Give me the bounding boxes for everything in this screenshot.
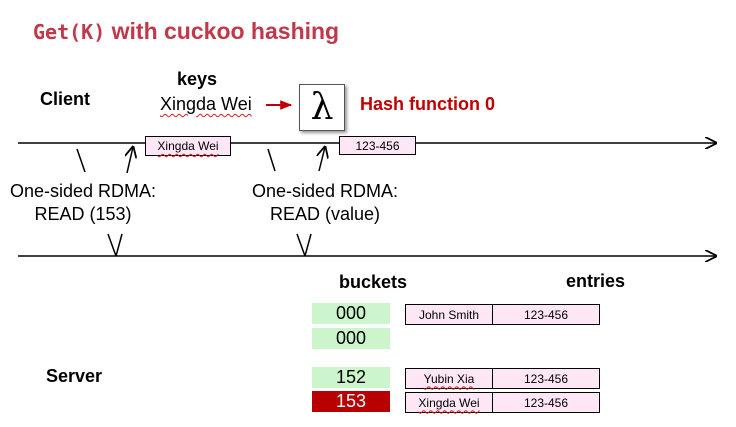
key-message-box: Xingda Wei: [145, 136, 231, 156]
rdma1-label-line2: READ (153): [34, 204, 132, 224]
rdma2-request-line: [267, 148, 276, 172]
rdma1-label: One-sided RDMA: READ (153): [4, 180, 162, 226]
entry-1-key: Yubin Xia: [405, 368, 493, 389]
entries-heading: entries: [566, 271, 626, 291]
title-text: with cuckoo hashing: [111, 18, 340, 44]
key-text-value: Xingda Wei: [160, 94, 252, 114]
bucket-153-highlighted: 153: [312, 391, 390, 412]
entry-0-value-text: 123-456: [523, 307, 569, 322]
rdma1-response-line: [115, 233, 123, 257]
hash-function-label: Hash function 0: [360, 94, 496, 114]
keys-heading: keys: [177, 69, 218, 89]
entry-1-key-text: Yubin Xia: [423, 371, 475, 386]
rdma2-label-line2: READ (value): [269, 204, 381, 224]
bucket-0: 000: [312, 303, 390, 324]
key-message-text: Xingda Wei: [157, 139, 219, 153]
entry-1-value: 123-456: [492, 368, 600, 389]
buckets-heading: buckets: [339, 272, 408, 292]
bucket-152: 152: [312, 367, 390, 388]
client-label: Client: [40, 89, 91, 109]
rdma1-request-line-lower: [107, 233, 117, 257]
bucket-1: 000: [312, 328, 390, 349]
entry-2-value: 123-456: [492, 392, 600, 413]
entry-2-key: Xingda Wei: [405, 392, 493, 413]
rdma1-response-arrow: [127, 147, 133, 174]
key-text: Xingda Wei: [160, 94, 252, 115]
lambda-icon: λ: [310, 87, 334, 128]
entry-2-key-text: Xingda Wei: [418, 395, 480, 410]
value-message-box: 123-456: [339, 136, 416, 155]
slide-title: Get(K) with cuckoo hashing: [33, 18, 339, 45]
value-message-text: 123-456: [355, 138, 400, 153]
server-label: Server: [46, 366, 103, 386]
rdma1-request-line: [76, 148, 86, 173]
rdma2-request-line-lower: [296, 233, 306, 257]
entry-0-key-text: John Smith: [418, 307, 480, 322]
entry-0-value: 123-456: [492, 304, 600, 325]
rdma2-label: One-sided RDMA: READ (value): [246, 180, 404, 226]
entry-2-value-text: 123-456: [523, 395, 569, 410]
title-code: Get(K): [33, 20, 106, 44]
hash-function-box: λ: [299, 84, 345, 131]
entry-1-value-text: 123-456: [523, 371, 569, 386]
entry-0-key: John Smith: [405, 304, 493, 325]
rdma1-label-line1: One-sided RDMA:: [9, 181, 157, 201]
rdma2-label-line1: One-sided RDMA:: [251, 181, 399, 201]
rdma2-response-arrow: [319, 147, 325, 172]
rdma2-response-line: [304, 233, 312, 257]
